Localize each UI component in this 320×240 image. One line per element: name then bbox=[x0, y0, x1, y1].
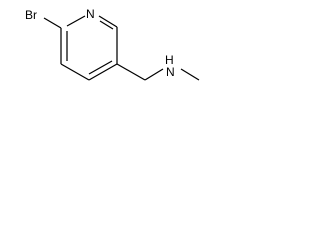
ring-nitrogen-label: N bbox=[86, 7, 95, 21]
bond-ch2-n bbox=[144, 68, 164, 81]
amine-hydrogen-label: H bbox=[165, 53, 174, 67]
pyridine-ring bbox=[60, 15, 118, 81]
bond-c2-br bbox=[43, 17, 62, 29]
bond-c5-ch2 bbox=[116, 63, 146, 81]
bond-n1-c6-inner bbox=[99, 20, 114, 30]
bond-c2-n1 bbox=[66, 15, 86, 27]
bond-c4-c3 bbox=[60, 63, 90, 81]
bond-c5-c4-inner bbox=[88, 60, 113, 75]
amine-nitrogen-label: N bbox=[166, 65, 175, 79]
bond-n-ch3 bbox=[180, 68, 200, 81]
bromine-label: Br bbox=[25, 8, 37, 22]
molecule-structure: Br N H N bbox=[25, 7, 200, 81]
bond-c5-c4 bbox=[88, 63, 118, 81]
bond-n1-c6 bbox=[98, 15, 118, 28]
